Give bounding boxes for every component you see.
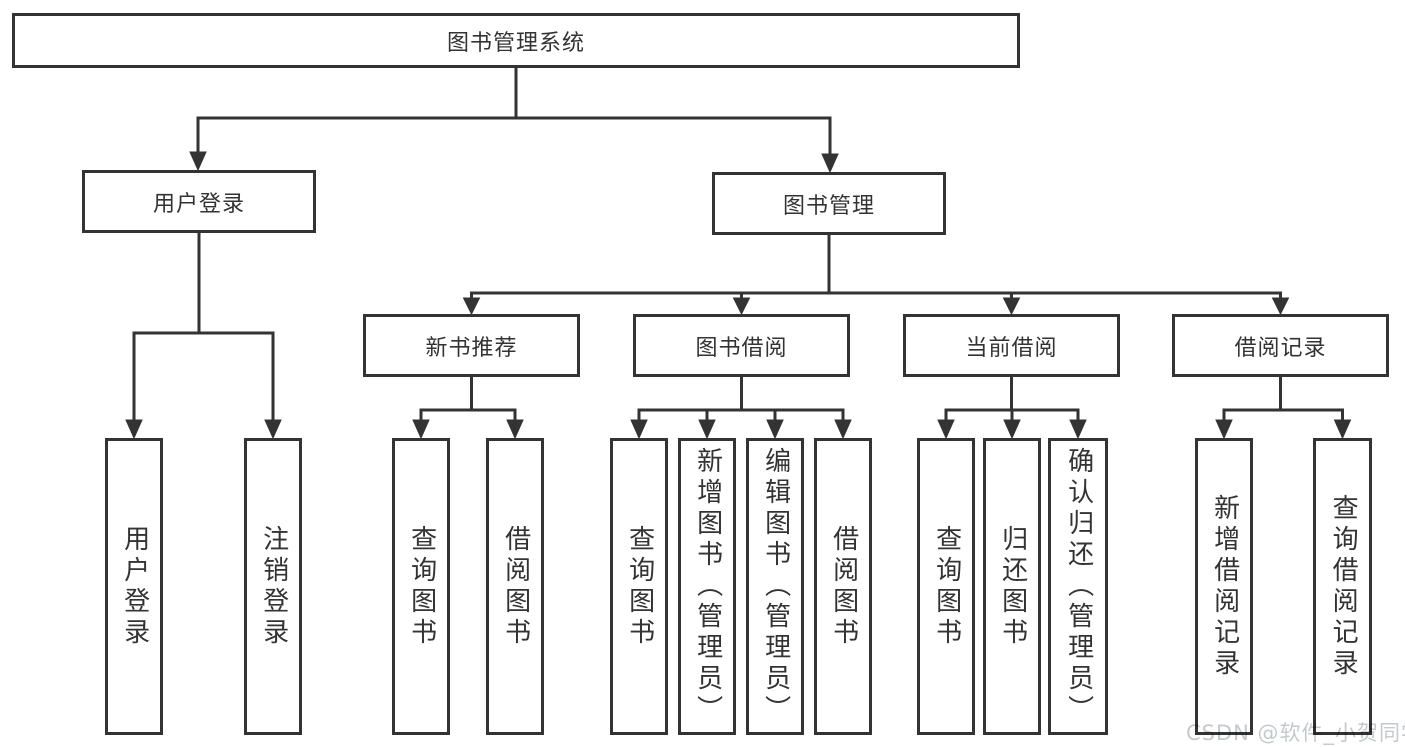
leaf-user-login: 用户登录 <box>105 438 163 735</box>
leaf-add-borrow-record: 新增借阅记录 <box>1195 438 1253 735</box>
node-label: 用户登录 <box>119 524 150 649</box>
leaf-borrow-books-recommend: 借阅图书 <box>486 438 544 735</box>
node-label: 编辑图书（管理员） <box>760 447 791 726</box>
leaf-query-books-recommend: 查询图书 <box>392 438 450 735</box>
node-borrow-records: 借阅记录 <box>1172 314 1389 377</box>
node-label: 当前借阅 <box>965 335 1058 361</box>
node-label: 借阅图书 <box>828 524 859 649</box>
leaf-confirm-return-admin: 确认归还（管理员） <box>1048 438 1108 735</box>
node-new-book-recommend: 新书推荐 <box>363 314 580 377</box>
node-label: 新增图书（管理员） <box>692 447 723 726</box>
node-label: 查询借阅记录 <box>1328 493 1359 680</box>
node-user-login: 用户登录 <box>82 170 316 233</box>
node-label: 新增借阅记录 <box>1209 493 1240 680</box>
node-label: 查询图书 <box>624 524 655 649</box>
watermark: CSDN @软件_小贺同学 <box>1186 721 1405 745</box>
leaf-add-book-admin: 新增图书（管理员） <box>678 438 736 735</box>
node-label: 借阅记录 <box>1234 335 1327 361</box>
node-label: 查询图书 <box>406 524 437 649</box>
node-label: 确认归还（管理员） <box>1063 447 1094 726</box>
leaf-query-books-borrow: 查询图书 <box>610 438 668 735</box>
leaf-query-books-current: 查询图书 <box>917 438 975 735</box>
node-label: 注销登录 <box>258 524 289 649</box>
node-book-management: 图书管理 <box>712 172 946 235</box>
leaf-return-book: 归还图书 <box>983 438 1041 735</box>
node-label: 图书管理系统 <box>446 30 585 56</box>
leaf-query-borrow-record: 查询借阅记录 <box>1313 438 1372 735</box>
node-current-borrow: 当前借阅 <box>903 314 1120 377</box>
leaf-logout: 注销登录 <box>244 438 302 735</box>
node-label: 借阅图书 <box>500 524 531 649</box>
leaf-borrow-books: 借阅图书 <box>814 438 872 735</box>
node-label: 查询图书 <box>931 524 962 649</box>
node-label: 用户登录 <box>152 191 245 217</box>
node-label: 新书推荐 <box>425 335 518 361</box>
leaf-edit-book-admin: 编辑图书（管理员） <box>746 438 804 735</box>
node-label: 图书借阅 <box>695 335 788 361</box>
node-root: 图书管理系统 <box>12 13 1020 68</box>
node-label: 归还图书 <box>997 524 1028 649</box>
node-book-borrow: 图书借阅 <box>633 314 850 377</box>
node-label: 图书管理 <box>782 193 875 219</box>
